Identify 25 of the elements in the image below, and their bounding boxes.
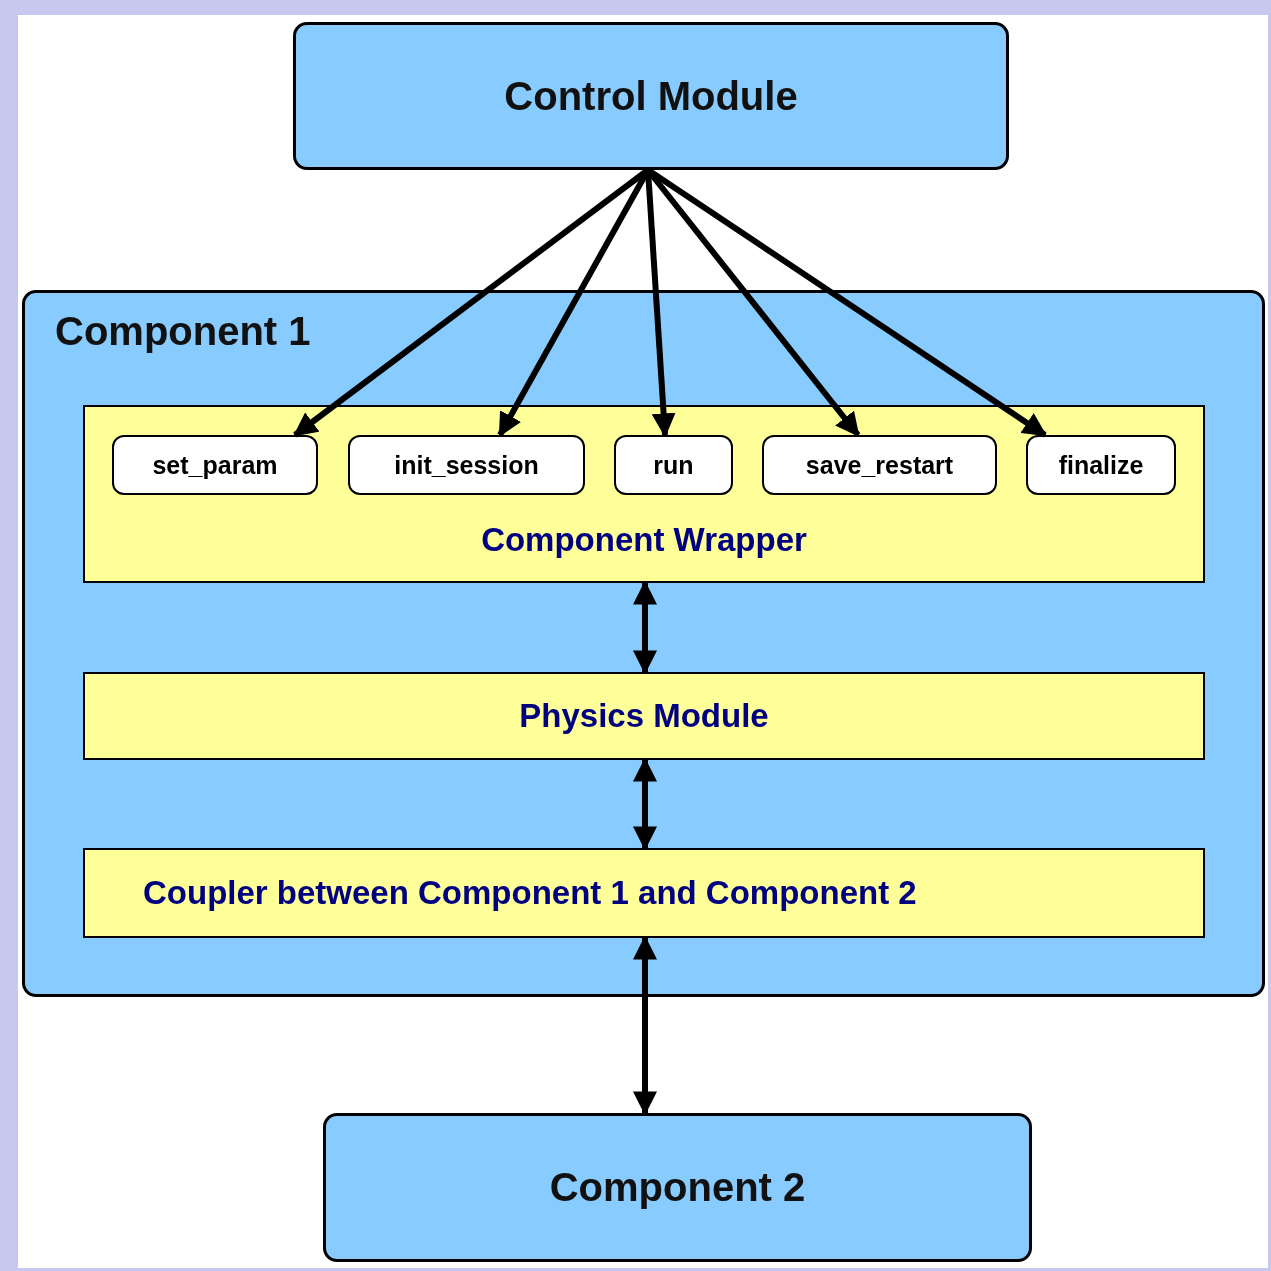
method-box — [614, 435, 733, 495]
wrapper-label: Component Wrapper — [480, 521, 808, 559]
method-box — [1026, 435, 1176, 495]
arrow — [633, 580, 657, 675]
component-panel — [22, 290, 1265, 997]
arrow — [633, 935, 657, 1116]
panel-title: Component 1 — [55, 309, 311, 354]
method-name: run — [653, 450, 694, 480]
method-box — [762, 435, 997, 495]
module-box — [83, 672, 1205, 760]
module-label: Control Module — [504, 73, 798, 119]
arrow — [633, 757, 657, 851]
component-box — [323, 1113, 1032, 1262]
method-name: save_restart — [805, 450, 954, 480]
method-box — [112, 435, 318, 495]
method-name: init_session — [394, 450, 539, 480]
module-box — [293, 22, 1009, 170]
coupler-label: Coupler between Component 1 and Component 2 — [143, 874, 917, 912]
method-box — [348, 435, 585, 495]
module-label: Physics Module — [519, 697, 769, 735]
wrapper-box — [83, 405, 1205, 583]
method-name: set_param — [152, 450, 278, 480]
coupler-box — [83, 848, 1205, 938]
component-label: Component 2 — [549, 1165, 806, 1210]
method-name: finalize — [1058, 450, 1144, 480]
